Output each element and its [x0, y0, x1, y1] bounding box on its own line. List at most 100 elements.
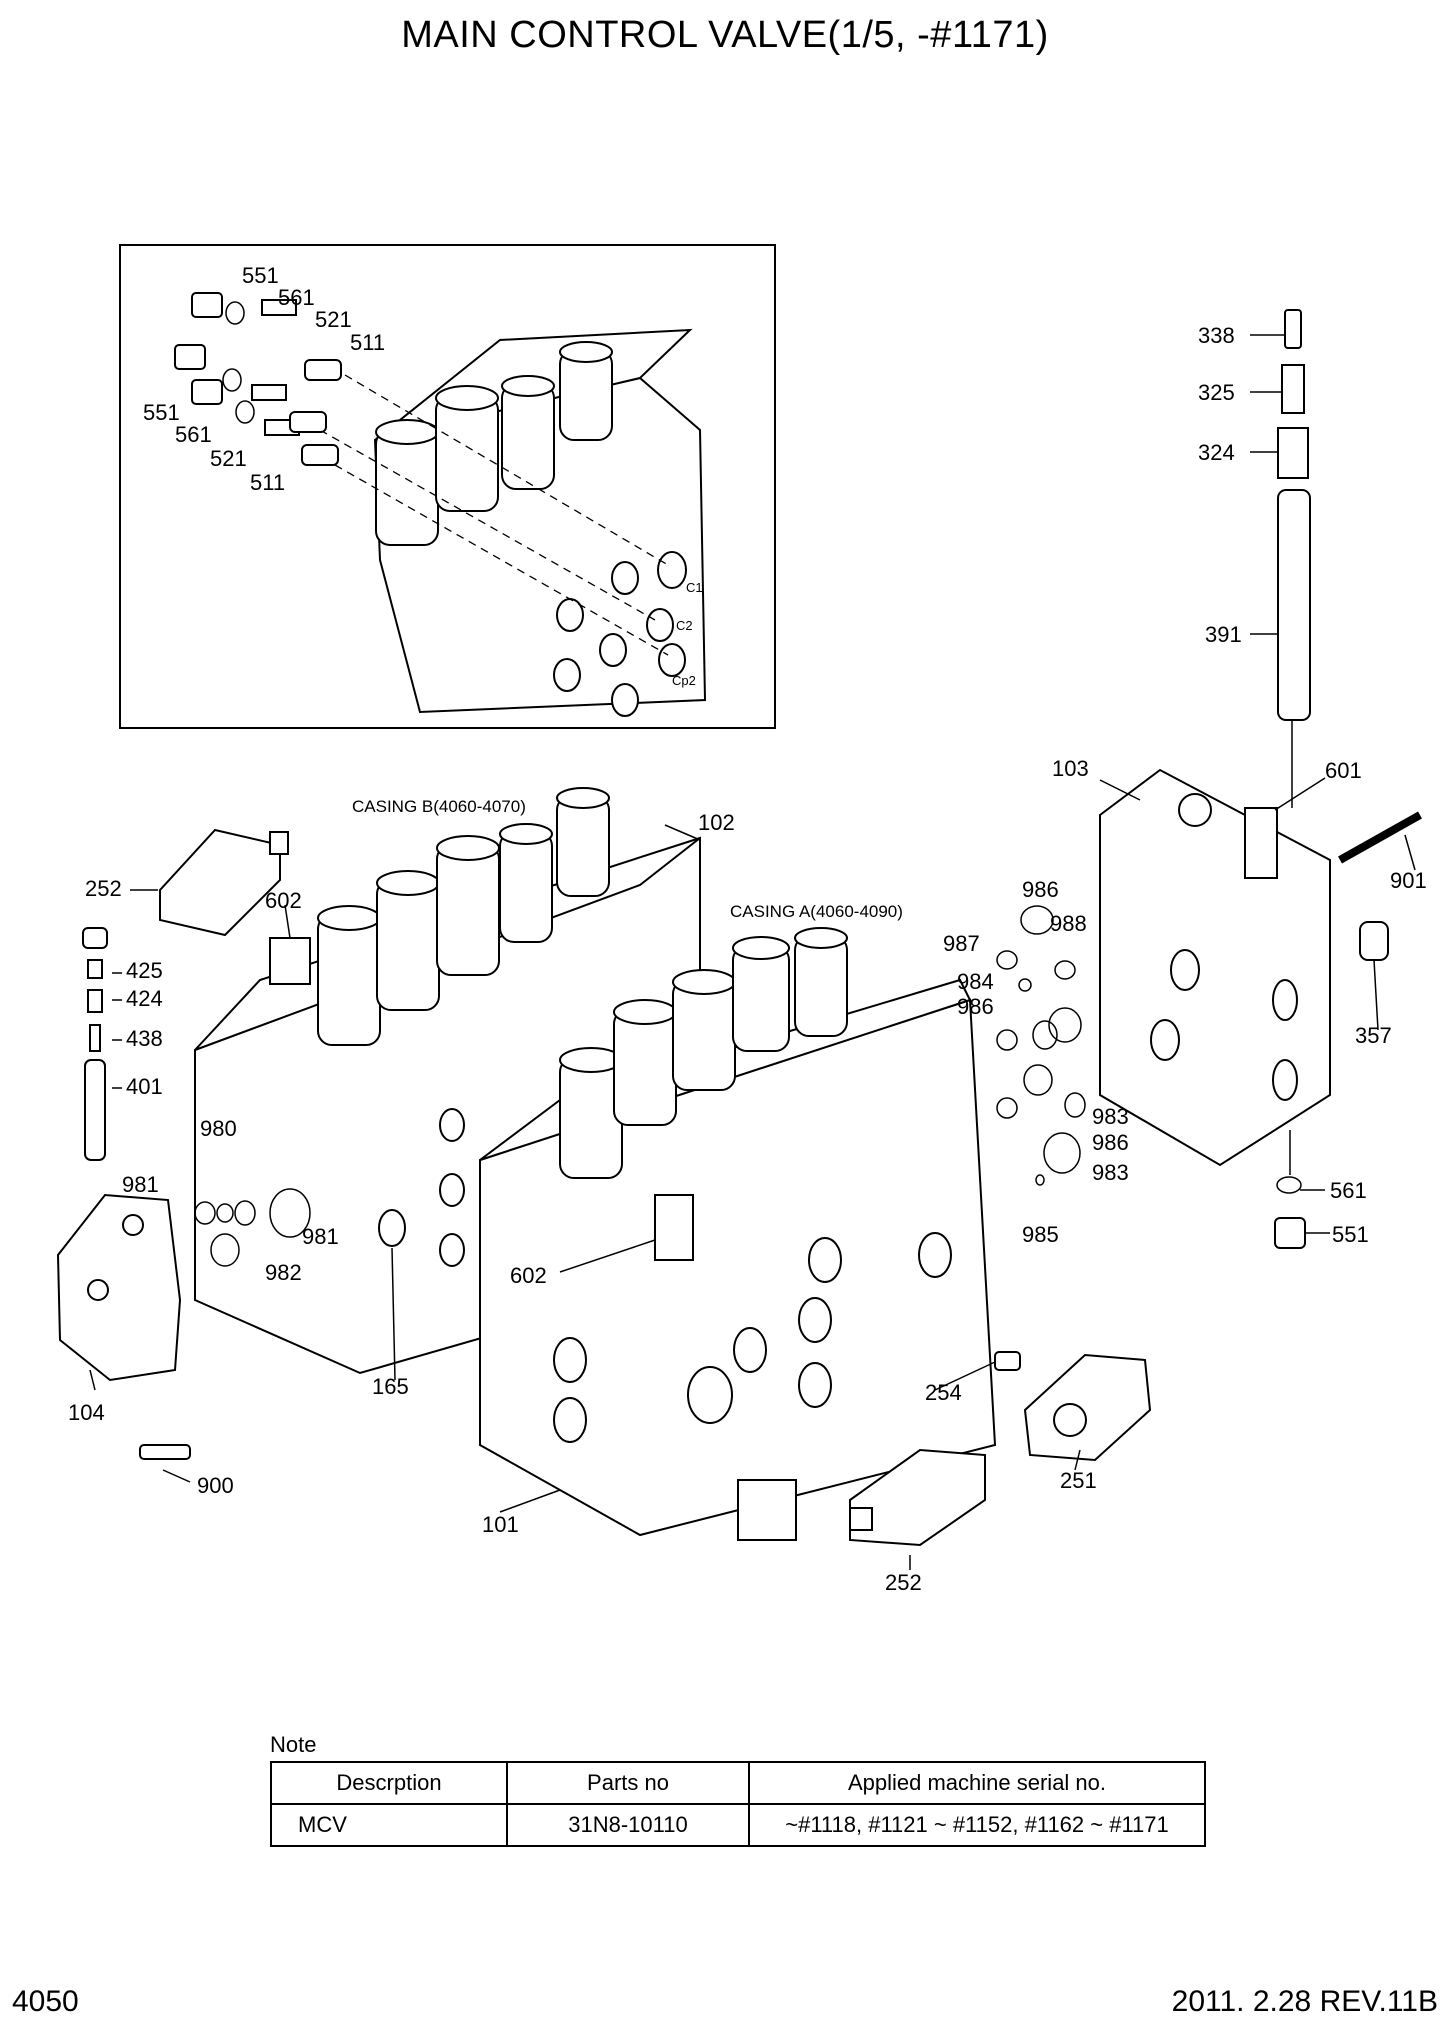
inset-frame	[119, 244, 776, 729]
o-ring-icon	[222, 368, 242, 392]
pin-338-icon	[1284, 309, 1302, 349]
column-header: Descrption	[270, 1761, 508, 1805]
table-row: MCV 31N8-10110 ~#1118, #1121 ~ #1152, #1…	[270, 1803, 1206, 1847]
spring-425-icon	[87, 959, 103, 979]
end-cover-104	[56, 1193, 191, 1460]
o-ring-980	[216, 1203, 234, 1223]
port	[798, 1297, 832, 1343]
revision-date: 2011. 2.28 REV.11B	[1171, 1985, 1438, 2018]
callout-988: 988	[1050, 911, 1087, 936]
solenoid-a4-cap	[732, 936, 790, 960]
note-label: Note	[270, 1732, 317, 1757]
section-103-assembly	[1099, 309, 1422, 1249]
callout-425: 425	[126, 958, 163, 983]
solenoid-a3-cap	[672, 969, 736, 995]
callout-103: 103	[1052, 756, 1089, 781]
inset-solenoids	[375, 341, 613, 546]
solenoid-1-cap	[317, 905, 381, 931]
callout-251: 251	[1060, 1468, 1097, 1493]
port	[1053, 1403, 1087, 1437]
callout-981: 981	[302, 1224, 339, 1249]
inset-exploded-parts	[174, 292, 342, 466]
callout-438: 438	[126, 1026, 163, 1051]
callout-986: 986	[1022, 877, 1059, 902]
inset-solenoid-4-cap	[559, 341, 613, 363]
left-o-rings	[194, 1188, 311, 1267]
spool-icon	[289, 411, 327, 433]
callout-901: 901	[1390, 868, 1427, 893]
casing-b-solenoids	[317, 787, 610, 1046]
o-ring-981	[234, 1200, 256, 1226]
bolt-901	[1338, 811, 1422, 864]
o-ring-icon	[225, 301, 245, 325]
callout-982: 982	[265, 1260, 302, 1285]
applicability-table: Descrption Parts no Applied machine seri…	[270, 1761, 1206, 1847]
callout-252: 252	[85, 876, 122, 901]
port-165	[378, 1209, 406, 1247]
table-cell: 31N8-10110	[506, 1803, 750, 1847]
solenoid-block-252-bottom	[849, 1448, 986, 1547]
casing-a-label: CASING A(4060-4090)	[730, 902, 903, 921]
port	[1150, 1019, 1180, 1061]
callout-401: 401	[126, 1074, 163, 1099]
spool-icon	[301, 444, 339, 466]
pin-438-icon	[89, 1024, 101, 1052]
table-cell: ~#1118, #1121 ~ #1152, #1162 ~ #1171	[748, 1803, 1206, 1847]
page-number: 4050	[12, 1985, 79, 2018]
port-label-c1: C1	[686, 580, 703, 595]
block-252-body	[159, 828, 281, 937]
inset-port-cp2	[658, 643, 686, 677]
column-header: Parts no	[506, 1761, 750, 1805]
port	[918, 1232, 952, 1278]
inset-solenoid-2	[435, 395, 499, 512]
port	[798, 1362, 832, 1408]
port	[1272, 1059, 1298, 1101]
callout-165: 165	[372, 1374, 409, 1399]
callout-391: 391	[1205, 622, 1242, 647]
right-o-rings	[996, 905, 1086, 1186]
callout-551: 551	[143, 400, 180, 425]
port-label-c2: C2	[676, 618, 693, 633]
port	[808, 1237, 842, 1283]
casing-a-assembly	[479, 927, 997, 1541]
callout-983: 983	[1092, 1160, 1129, 1185]
inset-solenoid-2-cap	[435, 385, 499, 411]
page-title: MAIN CONTROL VALVE(1/5, -#1171)	[401, 14, 1049, 56]
callout-602: 602	[510, 1263, 547, 1288]
inset-solenoid-1	[375, 429, 439, 546]
spool-391-icon	[1277, 489, 1311, 721]
spring-325-icon	[1281, 364, 1305, 414]
inset-assembly-line	[344, 374, 669, 566]
block-252b-fitting	[849, 1507, 873, 1531]
plug-icon	[191, 292, 223, 318]
callout-983: 983	[1092, 1104, 1129, 1129]
inset-ports	[553, 551, 687, 717]
block-252b-body	[849, 1448, 986, 1547]
callout-602: 602	[265, 888, 302, 913]
callout-104: 104	[68, 1400, 105, 1425]
solenoid-block-252-top	[159, 828, 289, 937]
inset-port	[611, 683, 639, 717]
solenoid-1	[317, 914, 381, 1046]
o-ring-986	[1020, 905, 1054, 935]
callout-357: 357	[1355, 1023, 1392, 1048]
inset-port-c2	[646, 608, 674, 642]
callout-561: 561	[278, 285, 315, 310]
solenoid-5	[556, 795, 610, 897]
solenoid-3	[436, 844, 500, 976]
bolt-900	[139, 1444, 191, 1460]
port	[553, 1397, 587, 1443]
o-ring	[269, 1188, 311, 1238]
o-ring-icon	[235, 400, 255, 424]
inset-assembly-line	[334, 464, 669, 656]
inset-port	[599, 633, 627, 667]
solenoid-4	[499, 831, 553, 943]
o-ring-987	[996, 950, 1018, 970]
plug-icon	[174, 344, 206, 370]
inset-port	[611, 561, 639, 595]
spring-icon	[261, 299, 297, 316]
callout-325: 325	[1198, 380, 1235, 405]
callout-102: 102	[698, 810, 735, 835]
callout-338: 338	[1198, 323, 1235, 348]
